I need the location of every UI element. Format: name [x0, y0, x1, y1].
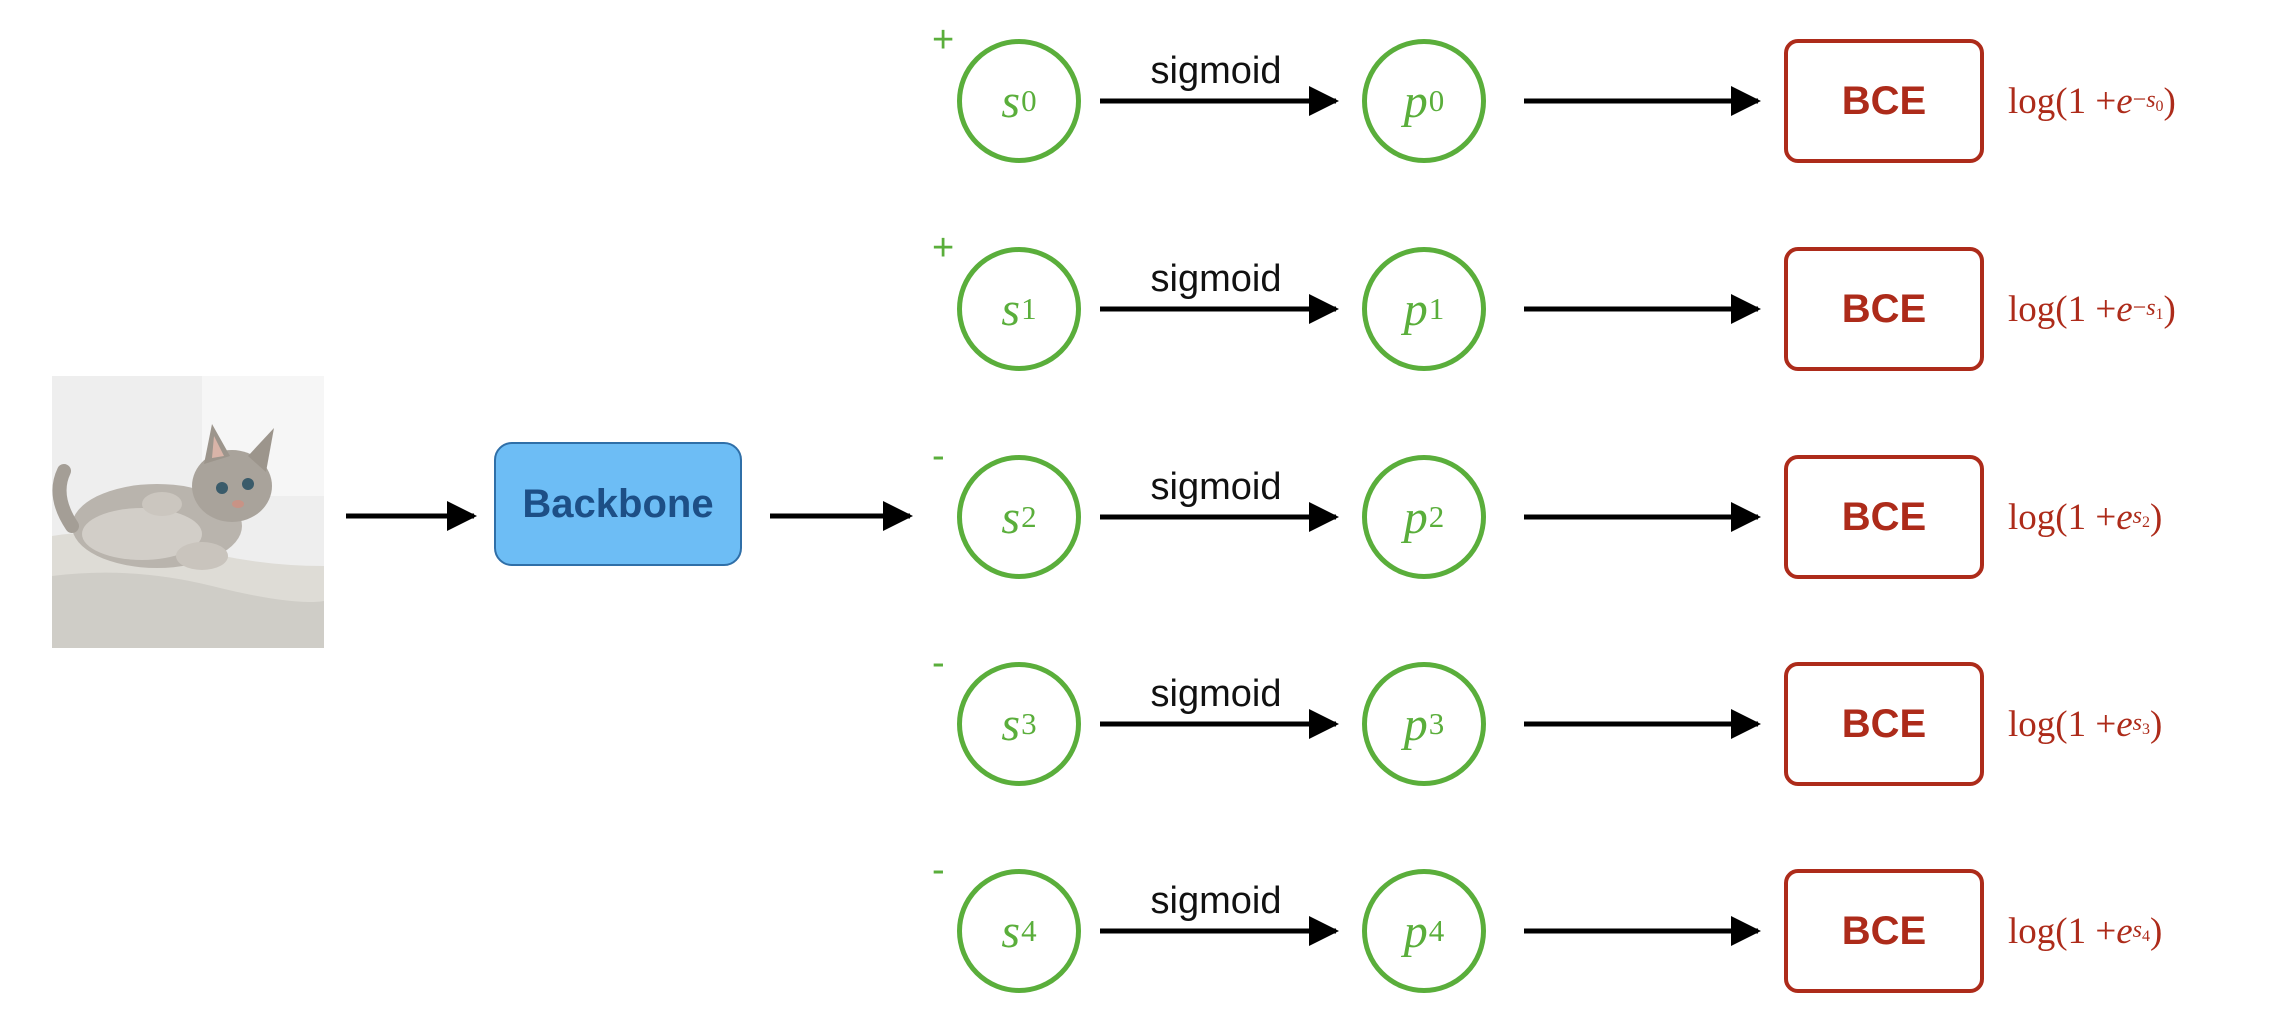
score-subscript: 4 [1021, 913, 1037, 948]
probability-variable: p [1403, 697, 1428, 751]
score-sign-label: - [932, 849, 945, 891]
exponent-variable: s [2132, 916, 2142, 943]
sigmoid-label: sigmoid [1150, 673, 1282, 715]
exponent-subscript: 3 [2142, 720, 2150, 738]
score-subscript: 2 [1021, 499, 1037, 534]
exponent-variable: s [2146, 294, 2156, 321]
kitten-photo-icon [52, 376, 324, 648]
probability-variable: p [1403, 490, 1428, 544]
sigmoid-label: sigmoid [1150, 466, 1282, 508]
exponent-variable: s [2146, 86, 2156, 113]
probability-variable: p [1403, 74, 1428, 128]
probability-subscript: 3 [1428, 706, 1445, 741]
probability-variable: p [1403, 904, 1428, 958]
score-variable: s [1001, 282, 1021, 336]
score-variable: s [1001, 904, 1021, 958]
bce-label: BCE [1841, 908, 1927, 953]
formula-prefix: log(1 + [2008, 910, 2117, 952]
probability-subscript: 4 [1428, 913, 1445, 948]
exponent-subscript: 0 [2155, 97, 2164, 115]
formula-exponent: −s0 [2133, 87, 2164, 116]
exponent-variable: s [2132, 502, 2142, 529]
exponent-sign: − [2132, 86, 2147, 113]
formula-suffix: ) [2163, 80, 2176, 122]
exponent-variable: s [2132, 709, 2142, 736]
exponent-subscript: 2 [2142, 513, 2150, 531]
formula-suffix: ) [2163, 288, 2176, 330]
formula-prefix: log(1 + [2008, 80, 2117, 122]
formula-prefix: log(1 + [2008, 288, 2117, 330]
bce-label: BCE [1841, 701, 1927, 746]
backbone-box: Backbone [494, 442, 742, 566]
score-sign-label: - [932, 435, 945, 477]
formula-e: e [2116, 496, 2133, 538]
formula-suffix: ) [2150, 910, 2163, 952]
formula-e: e [2116, 288, 2133, 330]
bce-loss-box: BCE [1784, 247, 1984, 371]
bce-loss-box: BCE [1784, 39, 1984, 163]
score-sign-label: - [932, 642, 945, 684]
probability-variable: p [1403, 282, 1428, 336]
probability-subscript: 1 [1428, 291, 1445, 326]
score-variable: s [1001, 697, 1021, 751]
score-sign-label: + [932, 19, 955, 61]
formula-exponent: s4 [2133, 917, 2150, 946]
formula-suffix: ) [2150, 496, 2163, 538]
formula-e: e [2116, 910, 2133, 952]
bce-label: BCE [1841, 78, 1927, 123]
bce-label: BCE [1841, 494, 1927, 539]
bce-loss-box: BCE [1784, 455, 1984, 579]
formula-prefix: log(1 + [2008, 703, 2117, 745]
formula-e: e [2116, 703, 2133, 745]
sigmoid-label: sigmoid [1150, 258, 1282, 300]
formula-suffix: ) [2150, 703, 2163, 745]
exponent-sign: − [2132, 294, 2147, 321]
formula-exponent: −s1 [2133, 295, 2164, 324]
input-kitten-image [52, 376, 324, 648]
bce-label: BCE [1841, 286, 1927, 331]
formula-e: e [2116, 80, 2133, 122]
bce-loss-box: BCE [1784, 662, 1984, 786]
sigmoid-label: sigmoid [1150, 50, 1282, 92]
probability-subscript: 0 [1428, 83, 1445, 118]
score-variable: s [1001, 490, 1021, 544]
exponent-subscript: 1 [2155, 305, 2164, 323]
loss-formula: log(1 + e−s1) [2008, 247, 2176, 371]
exponent-subscript: 4 [2142, 927, 2150, 945]
formula-exponent: s3 [2133, 710, 2150, 739]
score-subscript: 0 [1021, 83, 1037, 118]
loss-formula: log(1 + e−s0) [2008, 39, 2176, 163]
sigmoid-label: sigmoid [1150, 880, 1282, 922]
score-variable: s [1001, 74, 1021, 128]
score-subscript: 1 [1021, 291, 1037, 326]
score-sign-label: + [932, 227, 955, 269]
score-subscript: 3 [1021, 706, 1037, 741]
formula-exponent: s2 [2133, 503, 2150, 532]
probability-subscript: 2 [1428, 499, 1445, 534]
bce-loss-box: BCE [1784, 869, 1984, 993]
formula-prefix: log(1 + [2008, 496, 2117, 538]
backbone-label: Backbone [522, 481, 714, 526]
